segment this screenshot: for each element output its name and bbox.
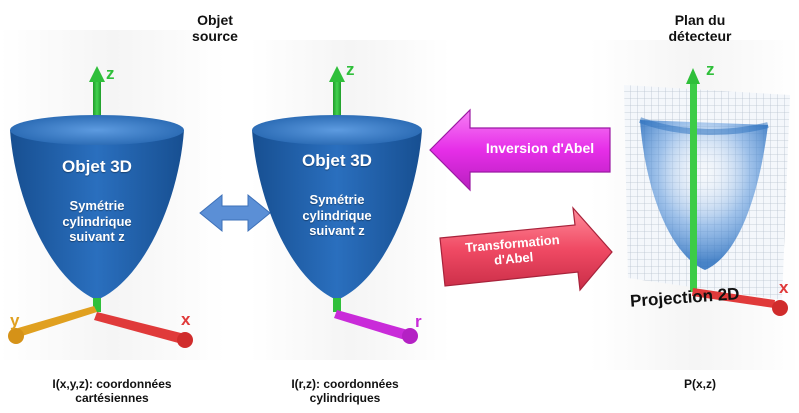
x-axis-detector (692, 288, 775, 308)
z-axis-base-cylindrical (333, 298, 341, 312)
object-title: Objet 3D (302, 151, 372, 170)
z-axis-base-cartesian (93, 298, 101, 312)
subtitle-line: Symétrie (309, 192, 365, 207)
z-axis-cylindrical (333, 80, 341, 120)
heading-objet-source: Objet source (160, 12, 270, 44)
r-axis-tip-icon (402, 328, 418, 344)
caption-line: I(x,y,z): coordonnées (52, 377, 172, 391)
z-axis-label: z (106, 64, 115, 83)
caption-cartesian: I(x,y,z): coordonnées cartésiennes (12, 377, 212, 406)
object-subtitle: Symétrie cylindrique suivant z (270, 192, 404, 239)
z-axis-cartesian (93, 80, 101, 120)
caption-detector: P(x,z) (683, 377, 716, 391)
x-axis-tip-icon (177, 332, 193, 348)
cone-body-cylindrical (252, 130, 422, 300)
z-axis-label: z (706, 60, 715, 79)
projection-top-edge (638, 117, 769, 135)
subtitle-line: cylindrique (302, 207, 372, 223)
subtitle-line: suivant z (69, 229, 125, 245)
z-arrowhead-icon (329, 66, 345, 82)
y-axis-label: y (10, 311, 20, 330)
y-axis-tip-icon (8, 328, 24, 344)
cartesian-object (8, 66, 193, 348)
heading-line: Plan du (674, 12, 726, 28)
transformation-abel-arrow[interactable] (439, 206, 613, 292)
detector-plane (624, 68, 790, 316)
cone-top-cartesian (10, 115, 184, 145)
heading-plan-detecteur: Plan du détecteur (640, 12, 760, 44)
cone-top-cylindrical (252, 115, 422, 145)
object-subtitle: Symétrie cylindrique suivant z (30, 198, 164, 245)
r-axis-label: r (415, 312, 422, 331)
projection-shape (640, 120, 768, 270)
caption-cylindrical: I(r,z): coordonnées cylindriques (260, 377, 430, 406)
x-axis-tip-icon (772, 300, 788, 316)
double-arrow-icon[interactable] (199, 193, 271, 233)
heading-line: détecteur (668, 28, 732, 45)
x-axis-label: x (779, 278, 789, 297)
caption-line: cylindriques (309, 390, 381, 405)
y-axis-cartesian (18, 306, 97, 336)
heading-line: source (192, 28, 238, 45)
subtitle-line: Symétrie (69, 198, 125, 213)
heading-line: Objet (197, 12, 233, 28)
cone-body-cartesian (10, 130, 184, 300)
caption-line: cartésiennes (75, 390, 149, 405)
cylindrical-object (252, 66, 422, 344)
z-axis-label: z (346, 60, 355, 79)
object-title: Objet 3D (62, 157, 132, 176)
caption-line: I(r,z): coordonnées (291, 377, 399, 391)
z-axis-detector (690, 82, 697, 292)
subtitle-line: cylindrique (62, 213, 132, 229)
r-axis-cylindrical (334, 310, 408, 340)
x-axis-cartesian (94, 312, 185, 344)
subtitle-line: suivant z (309, 223, 365, 239)
z-arrowhead-icon (686, 68, 700, 84)
x-axis-label: x (181, 310, 191, 329)
inversion-abel-arrow[interactable] (429, 108, 611, 192)
z-arrowhead-icon (89, 66, 105, 82)
inversion-abel-label: Inversion d'Abel (485, 140, 595, 156)
